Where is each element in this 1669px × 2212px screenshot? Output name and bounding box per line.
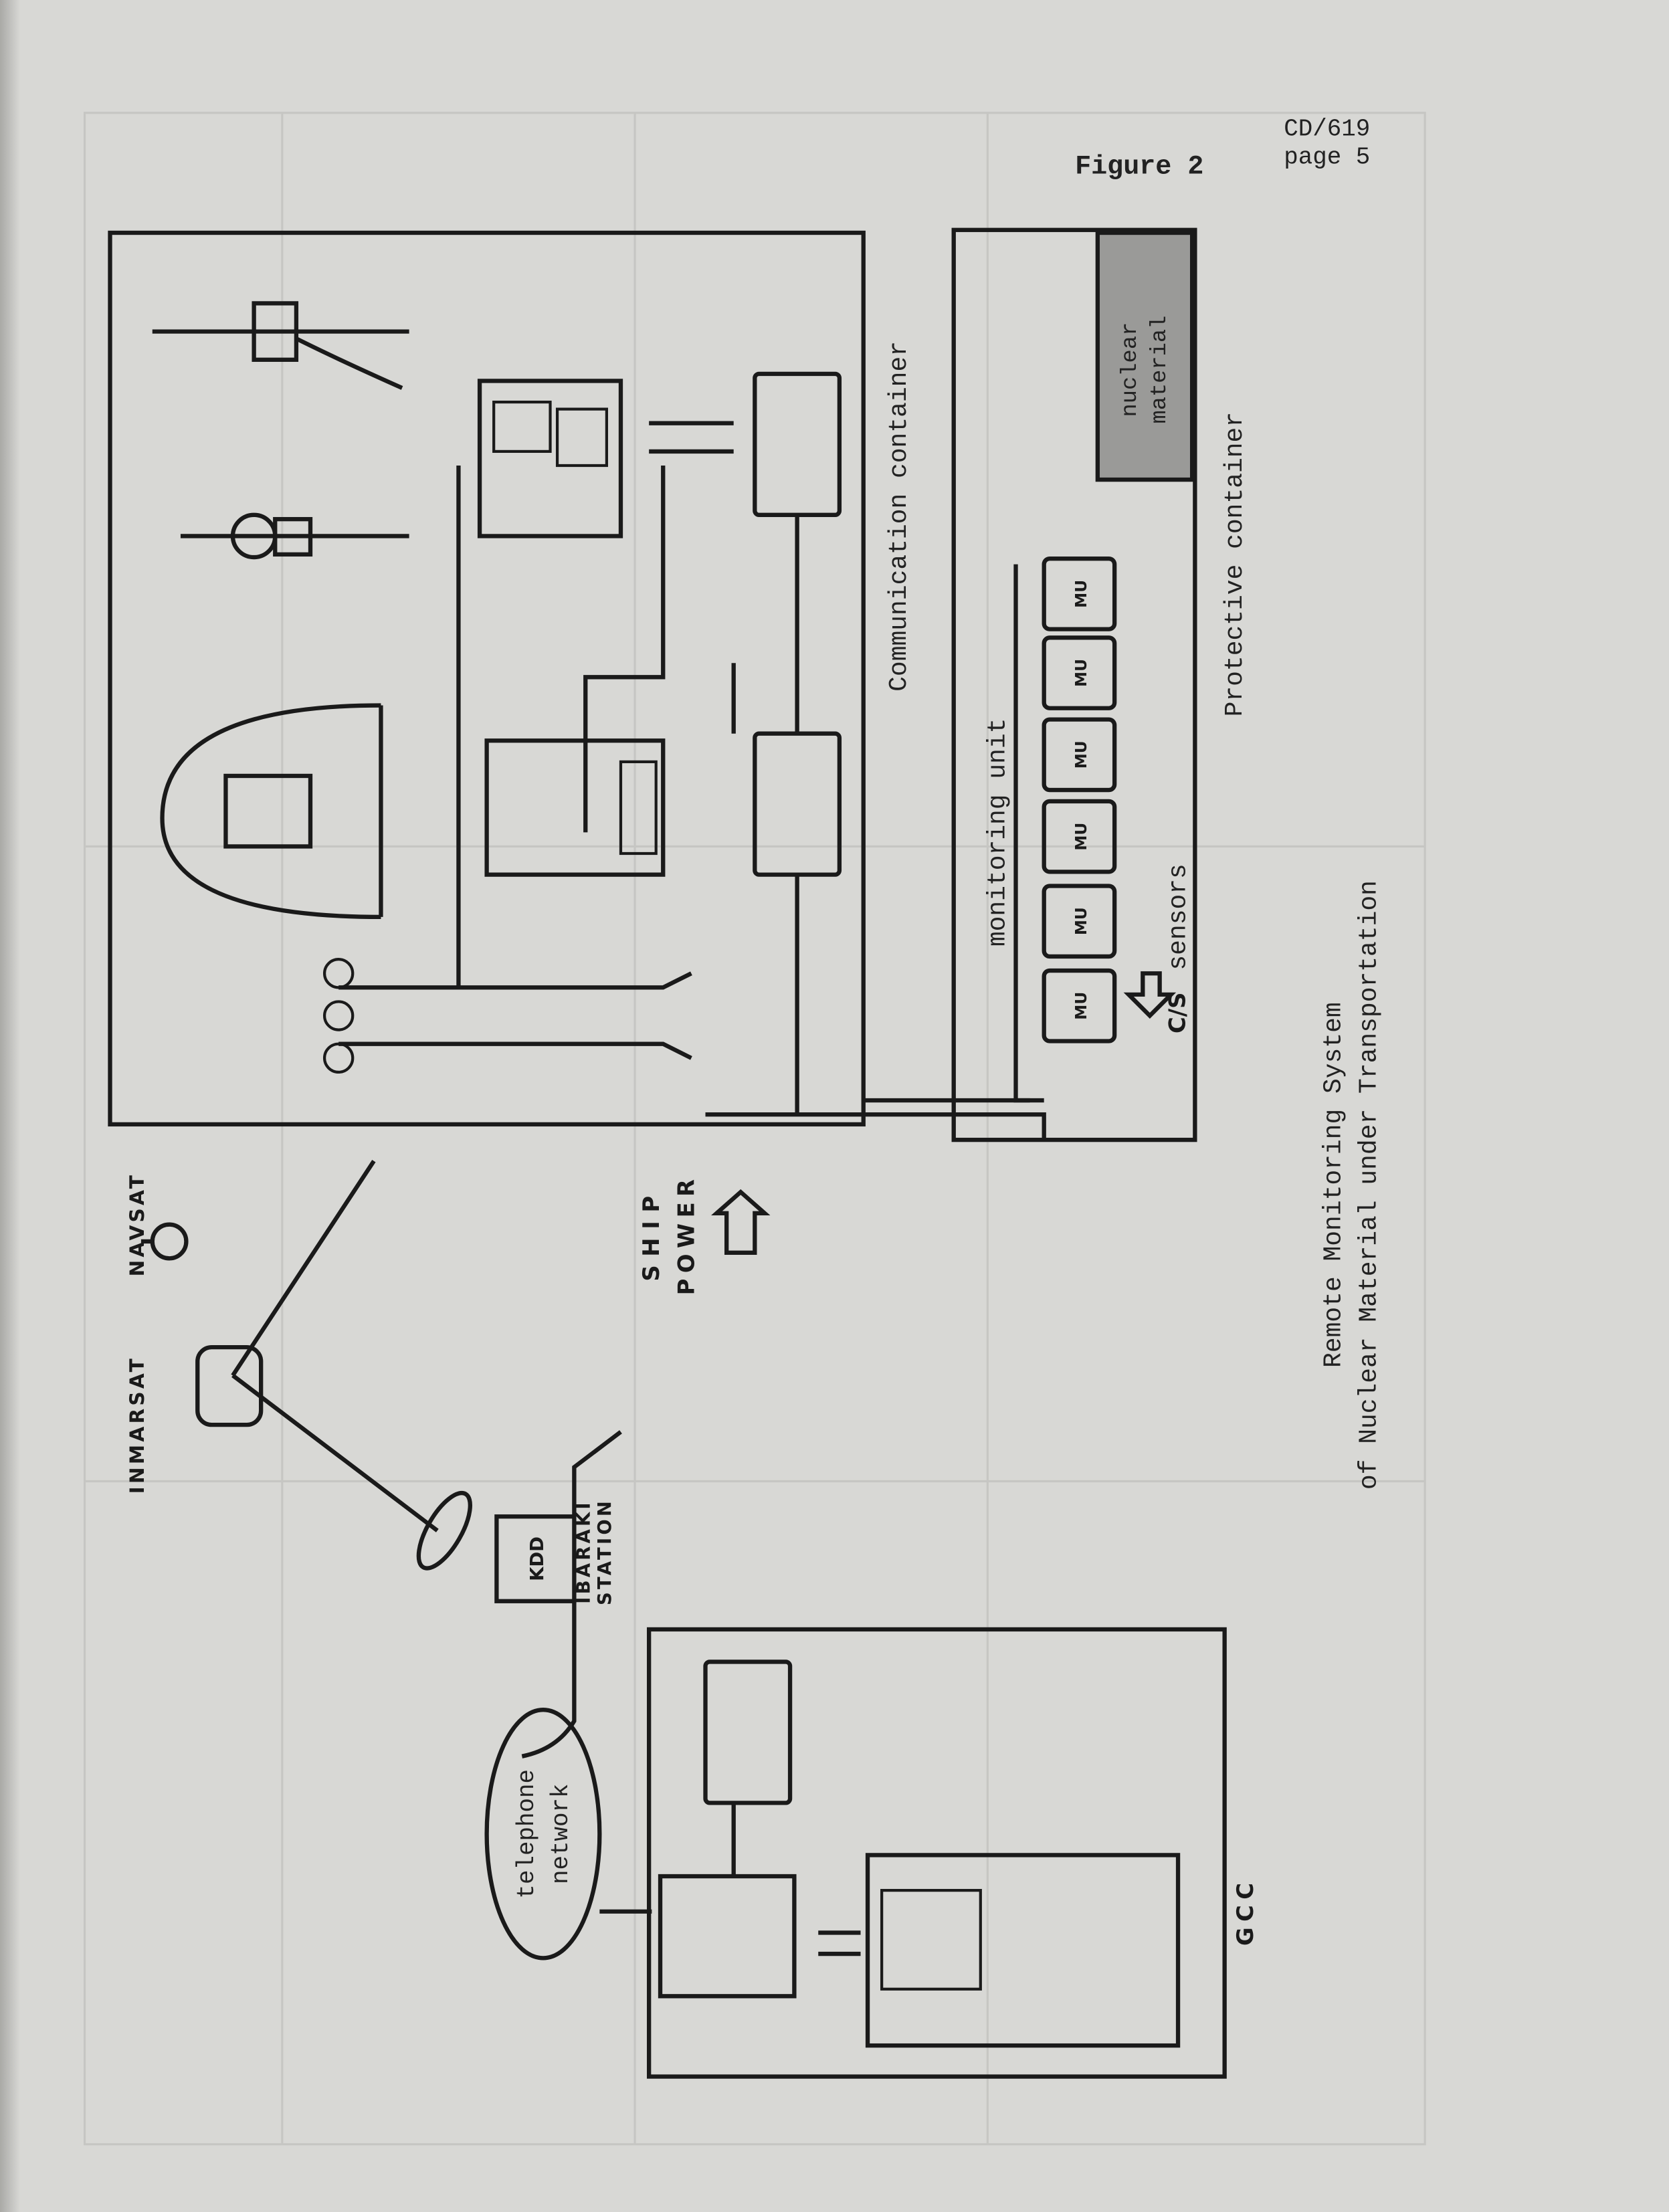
protective-container-label: Protective container (1221, 412, 1250, 717)
gcc-modem (703, 1660, 793, 1805)
terminal-unit-icon (484, 738, 666, 877)
gcc-label: GCC (1232, 1878, 1258, 1946)
document-reference: CD/619 (1284, 115, 1370, 142)
radome-antenna-icon (160, 703, 383, 920)
dish-antenna-icon (416, 1490, 472, 1571)
landline (572, 1430, 622, 1517)
svg-text:MU: MU (1072, 580, 1090, 608)
communication-container-box (108, 230, 866, 1127)
gcc-computer-icon (658, 1874, 797, 1999)
page-edge-shadow (0, 0, 20, 2212)
caption-line-2: of Nuclear Material under Transportation (1355, 880, 1383, 1490)
material-label: material (1147, 316, 1173, 424)
svg-text:MU: MU (1072, 823, 1090, 851)
sensor-arrow-icon (1123, 971, 1177, 1019)
gcc-console-icon (865, 1853, 1181, 2048)
kdd-label: KDD (527, 1536, 548, 1581)
satellite-link-ship (231, 1160, 376, 1377)
nuclear-material-box: nuclear material (1095, 230, 1195, 482)
kdd-building (494, 1514, 577, 1603)
power-arrow-icon (711, 1189, 771, 1255)
power-label: POWER (674, 1174, 700, 1296)
svg-text:MU: MU (1072, 907, 1090, 935)
page-number: page 5 (1284, 144, 1370, 171)
cable (583, 465, 666, 833)
inmarsat-satellite-icon (195, 1344, 264, 1427)
monitoring-unit-label: monitoring unit (984, 718, 1013, 947)
network-label: network (547, 1783, 575, 1884)
telephone-network-bubble (484, 1708, 602, 1960)
ship-label: SHIP (638, 1187, 664, 1281)
mu-unit: MU (1042, 635, 1117, 710)
svg-text:MU: MU (1072, 740, 1090, 769)
nuclear-label: nuclear (1118, 322, 1143, 417)
modem-box-left (753, 731, 842, 877)
telephone-label: telephone (513, 1769, 541, 1899)
mu-unit: MU (1042, 557, 1117, 631)
gcc-box (646, 1627, 1227, 2079)
satellite-link-station (231, 1373, 439, 1532)
mu-unit: MU (1042, 717, 1117, 793)
mast-antenna-icon (322, 958, 692, 1074)
printer-unit-icon (477, 379, 623, 538)
telephone-line (521, 1601, 577, 1758)
sensors-label: sensors (1165, 864, 1193, 970)
ship-antenna-icon (152, 301, 409, 560)
svg-text:MU: MU (1072, 659, 1090, 687)
monitoring-bus (1013, 564, 1044, 1103)
power-cable (863, 1098, 1046, 1140)
ibaraki-label: IBARAKI (574, 1500, 595, 1604)
mu-units: MU MU MU MU MU MU (1042, 557, 1117, 1043)
navsat-satellite-icon (140, 1222, 189, 1261)
communication-container-label: Communication container (885, 341, 914, 692)
modem-box-right (753, 371, 842, 517)
svg-text:MU: MU (1072, 992, 1090, 1020)
mu-unit: MU (1042, 968, 1117, 1043)
protective-container-box (951, 227, 1197, 1142)
caption-line-1: Remote Monitoring System (1320, 1002, 1349, 1368)
mu-unit: MU (1042, 884, 1117, 959)
mu-unit: MU (1042, 799, 1117, 874)
station-label: STATION (595, 1498, 615, 1605)
figure-label: Figure 2 (1075, 152, 1203, 182)
inmarsat-label: INMARSAT (126, 1356, 149, 1494)
navsat-label: NAVSAT (126, 1173, 149, 1277)
